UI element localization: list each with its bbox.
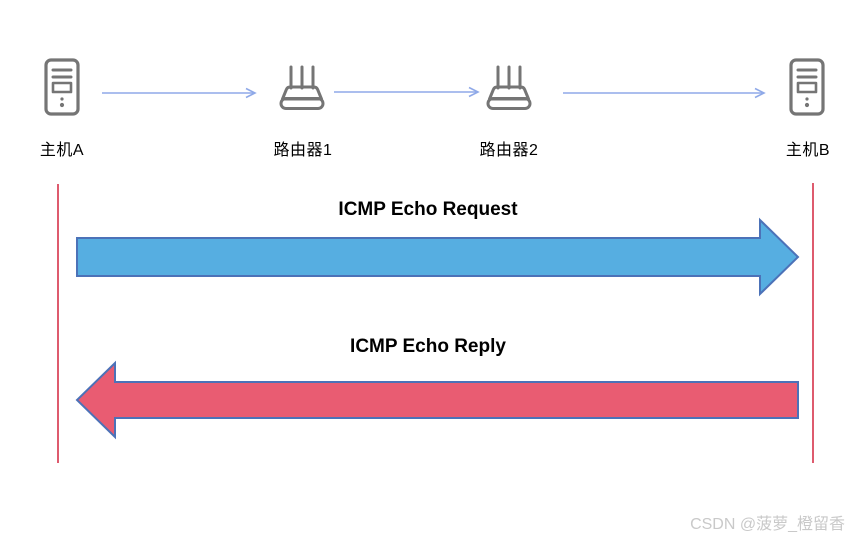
wifi-router-icon — [486, 65, 532, 110]
echo-request-arrow — [76, 217, 800, 297]
host-icon — [44, 58, 80, 116]
host-icon — [789, 58, 825, 116]
node-label-router-1: 路由器1 — [273, 142, 333, 159]
topology-links — [102, 86, 766, 99]
echo-request-label: ICMP Echo Request — [338, 199, 518, 220]
wifi-router-icon — [279, 65, 325, 110]
echo-reply-label: ICMP Echo Reply — [350, 336, 506, 357]
node-label-router-2: 路由器2 — [479, 142, 539, 159]
echo-reply-arrow — [75, 360, 799, 440]
link-arrow-hosta-router1 — [102, 87, 257, 99]
node-label-host-a: 主机A — [39, 142, 85, 159]
csdn-watermark: CSDN @菠萝_橙留香 — [690, 516, 845, 533]
link-arrow-router2-hostb — [563, 87, 766, 99]
node-label-host-b: 主机B — [785, 142, 831, 159]
link-arrow-router1-router2 — [334, 86, 480, 98]
